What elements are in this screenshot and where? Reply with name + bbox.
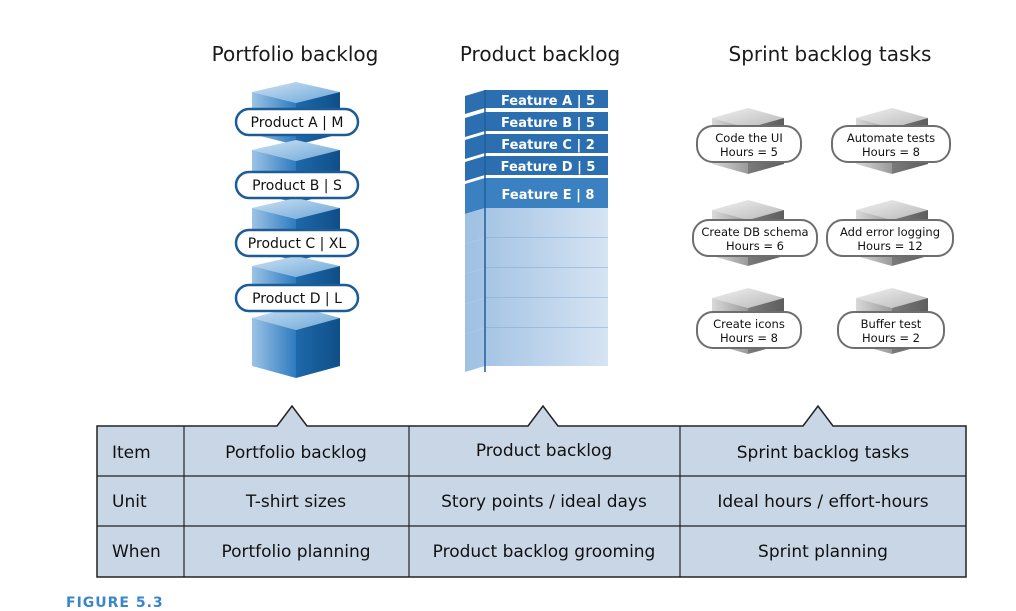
table-cell: T-shirt sizes: [245, 492, 346, 512]
figure-caption: FIGURE 5.3: [66, 595, 164, 611]
sprint-task-hours: Hours = 5: [720, 145, 778, 159]
product-feature-layer: Feature B | 5: [465, 112, 608, 137]
product-feature-label: Feature E | 8: [502, 188, 595, 203]
sprint-task-pill: Add error logging Hours = 12: [826, 219, 954, 257]
table-cell: Portfolio planning: [221, 542, 370, 562]
portfolio-item-label: Product D | L: [252, 291, 342, 307]
portfolio-item-pill: Product A | M: [234, 107, 360, 137]
sprint-task-hours: Hours = 8: [862, 145, 920, 159]
table-cell: Portfolio backlog: [225, 443, 367, 463]
product-feature-layer: Feature E | 8: [465, 178, 608, 214]
sprint-task-name: Code the UI: [715, 131, 782, 145]
row-head-unit: Unit: [112, 492, 147, 512]
product-feature-label: Feature D | 5: [501, 160, 596, 175]
product-feature-label: Feature B | 5: [501, 116, 595, 131]
portfolio-item-pill: Product B | S: [234, 170, 360, 200]
portfolio-item-pill: Product D | L: [234, 283, 360, 313]
column-title-portfolio: Portfolio backlog: [211, 42, 379, 66]
table-cell: Product backlog: [476, 441, 612, 461]
product-empty-layer: [465, 328, 608, 372]
portfolio-item-label: Product C | XL: [248, 236, 347, 252]
product-feature-layer: Feature C | 2: [465, 134, 608, 159]
sprint-task-name: Add error logging: [840, 225, 940, 239]
column-title-sprint: Sprint backlog tasks: [728, 42, 932, 66]
portfolio-item-label: Product B | S: [252, 178, 342, 194]
product-feature-layer: Feature A | 5: [465, 90, 608, 114]
sprint-task-name: Create icons: [713, 317, 785, 331]
table-cell: Sprint backlog tasks: [737, 443, 910, 463]
row-head-when: When: [112, 542, 161, 562]
sprint-task-hours: Hours = 8: [720, 331, 778, 345]
sprint-task-name: Buffer test: [861, 317, 922, 331]
table-cell: Ideal hours / effort-hours: [717, 492, 928, 512]
sprint-task-pill: Code the UI Hours = 5: [696, 125, 802, 163]
table-cell: Sprint planning: [758, 542, 888, 562]
column-title-product: Product backlog: [459, 42, 621, 66]
sprint-task-name: Automate tests: [847, 131, 935, 145]
sprint-task-hours: Hours = 2: [862, 331, 920, 345]
row-head-item: Item: [112, 443, 151, 463]
sprint-task-pill: Automate tests Hours = 8: [831, 125, 951, 163]
sprint-task-pill: Create DB schema Hours = 6: [692, 219, 818, 257]
sprint-task-pill: Buffer test Hours = 2: [837, 311, 945, 349]
sprint-task-hours: Hours = 12: [857, 239, 922, 253]
product-feature-label: Feature A | 5: [501, 94, 595, 109]
table-cell: Story points / ideal days: [441, 492, 647, 512]
table-cell: Product backlog grooming: [433, 542, 656, 562]
sprint-task-pill: Create icons Hours = 8: [696, 311, 802, 349]
sprint-task-name: Create DB schema: [701, 225, 808, 239]
product-feature-layer: Feature D | 5: [465, 156, 608, 181]
product-feature-label: Feature C | 2: [501, 138, 595, 153]
portfolio-item-label: Product A | M: [251, 115, 344, 131]
portfolio-item-pill: Product C | XL: [234, 228, 360, 258]
sprint-task-hours: Hours = 6: [726, 239, 784, 253]
